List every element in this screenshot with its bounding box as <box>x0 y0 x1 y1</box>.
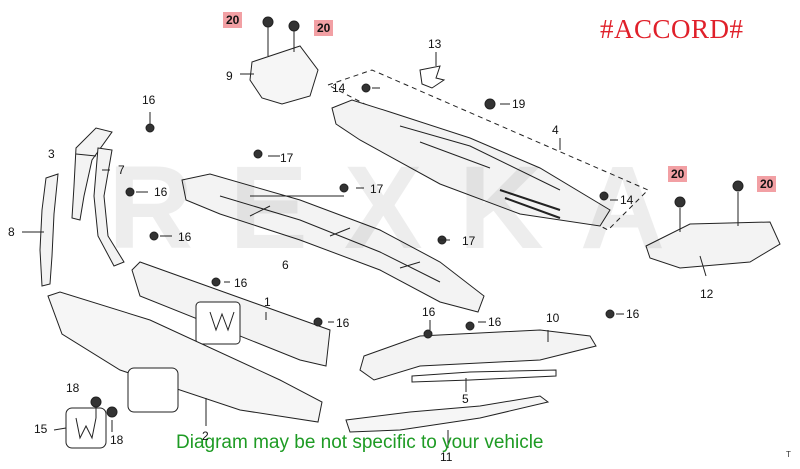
callout-16-f: 16 <box>422 305 436 319</box>
part-8-molding <box>39 173 59 287</box>
watermark-text: REXKA <box>108 142 702 274</box>
part-10-trim <box>359 329 597 381</box>
part-11-strip <box>345 395 550 433</box>
callout-2: 2 <box>202 429 209 443</box>
callout-17-b: 17 <box>370 182 384 196</box>
callout-12: 12 <box>700 287 714 301</box>
part-5-strip <box>411 369 557 383</box>
callout-20-a: 20 <box>223 12 243 28</box>
part-7-molding <box>93 147 125 267</box>
callout-8: 8 <box>8 225 15 239</box>
part-12-cover <box>645 221 781 269</box>
callout-14-a: 14 <box>332 81 346 95</box>
part-2-grille <box>47 291 323 423</box>
callout-16-d: 16 <box>234 276 248 290</box>
callout-10: 10 <box>546 311 560 325</box>
callout-20-d: 20 <box>757 176 777 192</box>
callout-16-c: 16 <box>178 230 192 244</box>
callout-16-e: 16 <box>336 316 350 330</box>
callout-15: 15 <box>34 422 48 436</box>
callout-18-b: 18 <box>110 433 124 447</box>
callout-16-a: 16 <box>142 93 156 107</box>
callout-5: 5 <box>462 392 469 406</box>
callout-1: 1 <box>264 295 271 309</box>
callout-17-a: 17 <box>280 151 294 165</box>
callout-14-b: 14 <box>620 193 634 207</box>
part-15-emblem <box>65 407 107 449</box>
callout-9: 9 <box>226 69 233 83</box>
callout-19: 19 <box>512 97 526 111</box>
part-13-clip <box>419 65 446 89</box>
callout-20-b: 20 <box>314 20 334 36</box>
part-3-molding <box>71 127 113 221</box>
corner-code: T <box>786 450 791 459</box>
part-9-bracket <box>249 45 319 105</box>
model-tag: #ACCORD# <box>600 14 744 44</box>
part-4-cover <box>331 99 611 227</box>
callout-18-a: 18 <box>66 381 80 395</box>
disclaimer-note: Diagram may be not specific to your vehi… <box>176 432 544 453</box>
callout-20-c: 20 <box>668 166 688 182</box>
callout-16-b: 16 <box>154 185 168 199</box>
callout-7: 7 <box>118 163 125 177</box>
callout-13: 13 <box>428 37 442 51</box>
callout-6: 6 <box>282 258 289 272</box>
callout-17-c: 17 <box>462 234 476 248</box>
part-6-beam <box>181 173 485 313</box>
callout-16-h: 16 <box>626 307 640 321</box>
callout-11: 11 <box>440 450 453 464</box>
callout-16-g: 16 <box>488 315 502 329</box>
callout-3: 3 <box>48 147 55 161</box>
callout-4: 4 <box>552 123 559 137</box>
part-4-dashed-box <box>326 69 649 231</box>
